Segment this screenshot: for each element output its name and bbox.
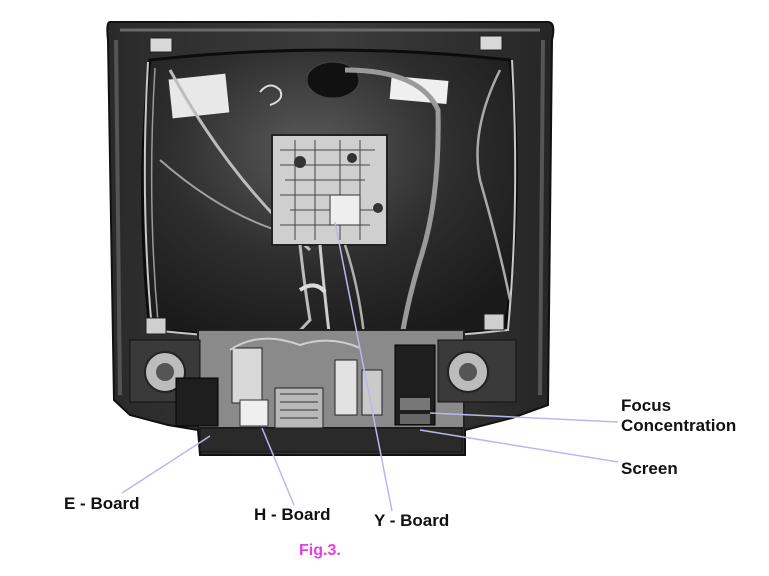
leader-y-board [334,221,393,512]
leader-focus [429,412,619,423]
focus-concentration-label: Focus Concentration [621,396,736,436]
focus-label-line2: Concentration [621,416,737,435]
e-board-label: E - Board [64,494,140,513]
y-board-label: Y - Board [374,511,450,530]
screen-label: Screen [621,459,678,478]
focus-label-line1: Focus [621,396,672,415]
leader-lines [121,221,619,512]
h-board-label: H - Board [254,505,331,524]
leader-screen [419,429,619,463]
figure-caption: Fig.3. [299,542,341,559]
flyback-transformer [394,344,436,426]
leader-e-board [121,435,211,494]
neck-pcb [271,134,388,246]
leader-h-board [261,427,295,506]
